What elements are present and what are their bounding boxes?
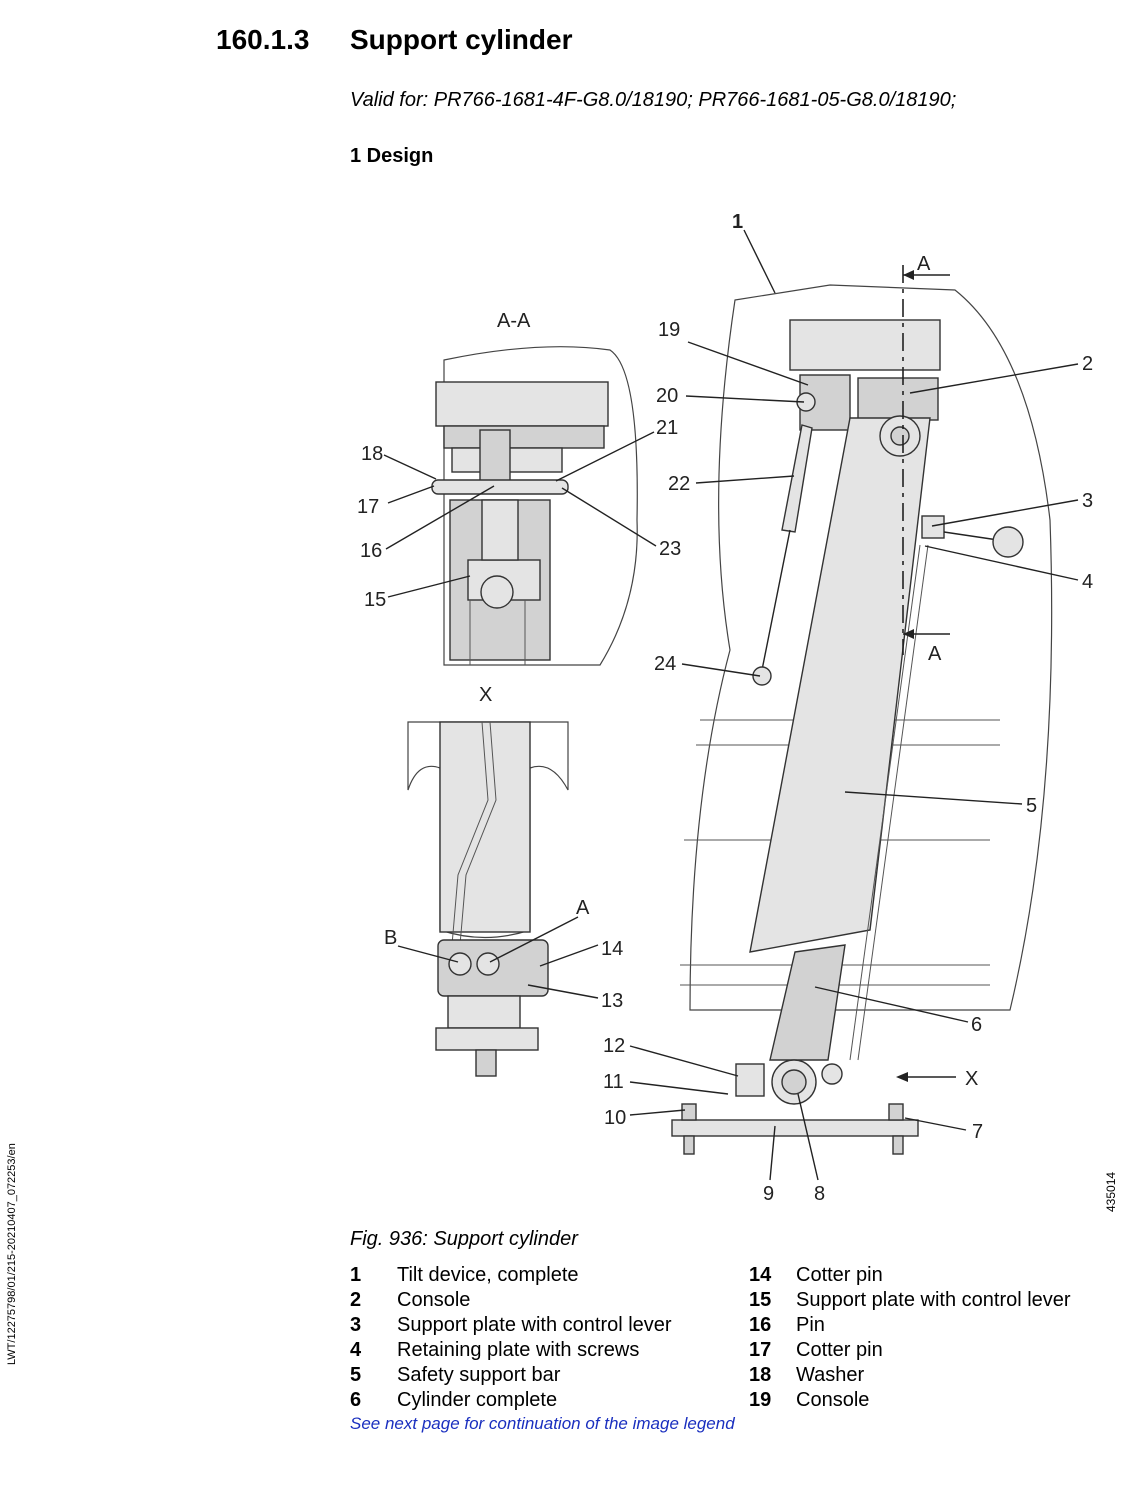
callout-24: 24 (654, 653, 676, 675)
subheading: 1 Design (350, 145, 434, 167)
callout-21: 21 (656, 417, 678, 439)
detail-mark: X (965, 1068, 978, 1090)
detail-view-label: X (479, 684, 492, 706)
callout-12: 12 (603, 1035, 625, 1057)
port-b-label: B (384, 927, 397, 949)
support-cylinder-figure: A-A X A A X A B 1 2 3 4 5 6 7 8 9 10 11 … (357, 211, 1093, 1205)
callout-14: 14 (601, 938, 623, 960)
callout-20: 20 (656, 385, 678, 407)
callout-9: 9 (763, 1183, 774, 1205)
callout-18: 18 (361, 443, 383, 465)
callout-7: 7 (972, 1121, 983, 1143)
callout-1: 1 (732, 211, 743, 233)
callout-22: 22 (668, 473, 690, 495)
section-title: Support cylinder (350, 24, 573, 55)
continuation-note: See next page for continuation of the im… (350, 1414, 735, 1433)
callout-10: 10 (604, 1107, 626, 1129)
callout-11: 11 (603, 1071, 624, 1093)
callout-5: 5 (1026, 795, 1037, 817)
section-number: 160.1.3 (216, 24, 310, 55)
callout-leaders (383, 229, 1079, 1181)
callout-8: 8 (814, 1183, 825, 1205)
callout-15: 15 (364, 589, 386, 611)
callout-3: 3 (1082, 490, 1093, 512)
section-view-label: A-A (497, 310, 531, 332)
callout-16: 16 (360, 540, 382, 562)
callout-13: 13 (601, 990, 623, 1012)
figure-caption: Fig. 936: Support cylinder (350, 1228, 578, 1250)
callout-17: 17 (357, 496, 379, 518)
callout-4: 4 (1082, 571, 1093, 593)
callout-6: 6 (971, 1014, 982, 1036)
callout-19: 19 (658, 319, 680, 341)
section-mark-top: A (917, 253, 931, 275)
section-mark-bottom: A (928, 643, 942, 665)
main-view (671, 265, 1053, 1155)
detail-x-view (407, 721, 569, 1077)
port-a-label: A (576, 897, 590, 919)
callout-23: 23 (659, 538, 681, 560)
section-a-a-view (431, 346, 638, 666)
valid-for-note: Valid for: PR766-1681-4F-G8.0/18190; PR7… (350, 89, 957, 111)
callout-2: 2 (1082, 353, 1093, 375)
